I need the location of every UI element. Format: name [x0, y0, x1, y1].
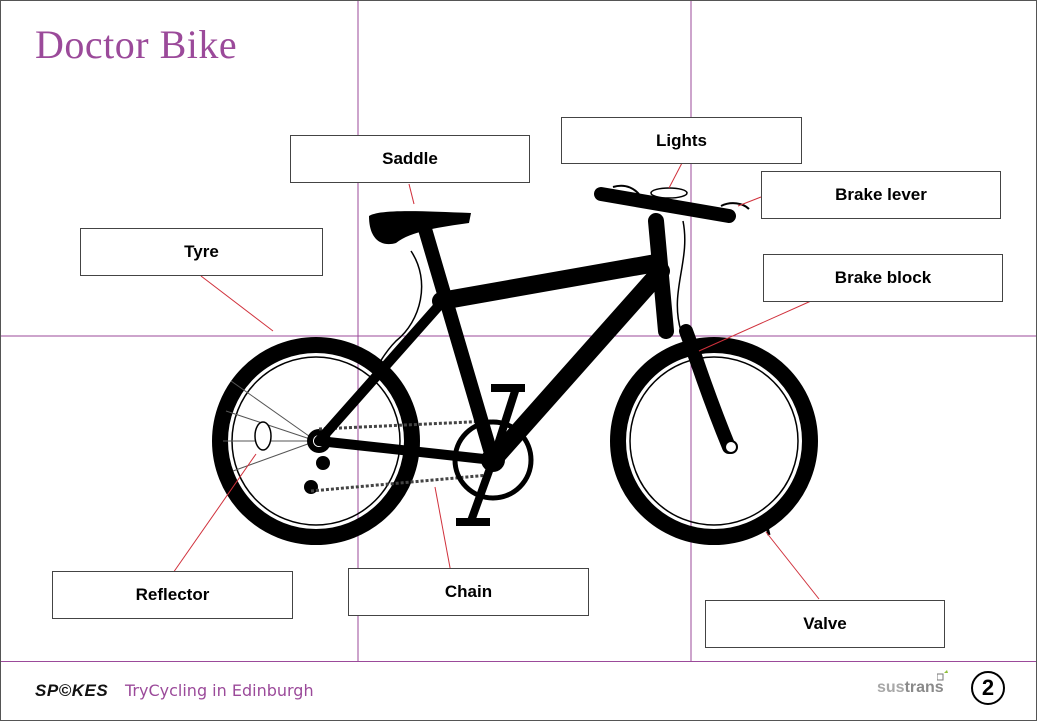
leader-lines [172, 162, 820, 600]
guide-lines [1, 1, 1036, 661]
sustrans-logo-suffix: trans [904, 679, 944, 696]
front-light [650, 187, 688, 199]
handlebar [594, 184, 750, 223]
page-title: Doctor Bike [35, 22, 238, 67]
frame [314, 213, 674, 469]
brake-block-label: Brake block [763, 254, 1003, 302]
tagline: TryCycling in Edinburgh [125, 681, 314, 700]
spokes-logo: SP©KES [35, 681, 109, 700]
fork [679, 324, 736, 454]
sustrans-logo-prefix: sus [877, 679, 905, 696]
sustrans-arrow-icon [937, 670, 948, 681]
reflector-label: Reflector [52, 571, 293, 619]
brake-lever-label: Brake lever [761, 171, 1001, 219]
saddle-shape [369, 211, 471, 245]
tyre-label: Tyre [80, 228, 323, 276]
chain [310, 419, 492, 493]
lights-label: Lights [561, 117, 802, 164]
valve-label: Valve [705, 600, 945, 648]
sustrans-logo: sustrans [877, 679, 944, 697]
saddle-label: Saddle [290, 135, 530, 183]
footer-divider [1, 661, 1036, 662]
rear-reflector [254, 421, 272, 451]
front-wheel [610, 337, 818, 545]
page-number: 2 [971, 671, 1005, 705]
chain-label: Chain [348, 568, 589, 616]
